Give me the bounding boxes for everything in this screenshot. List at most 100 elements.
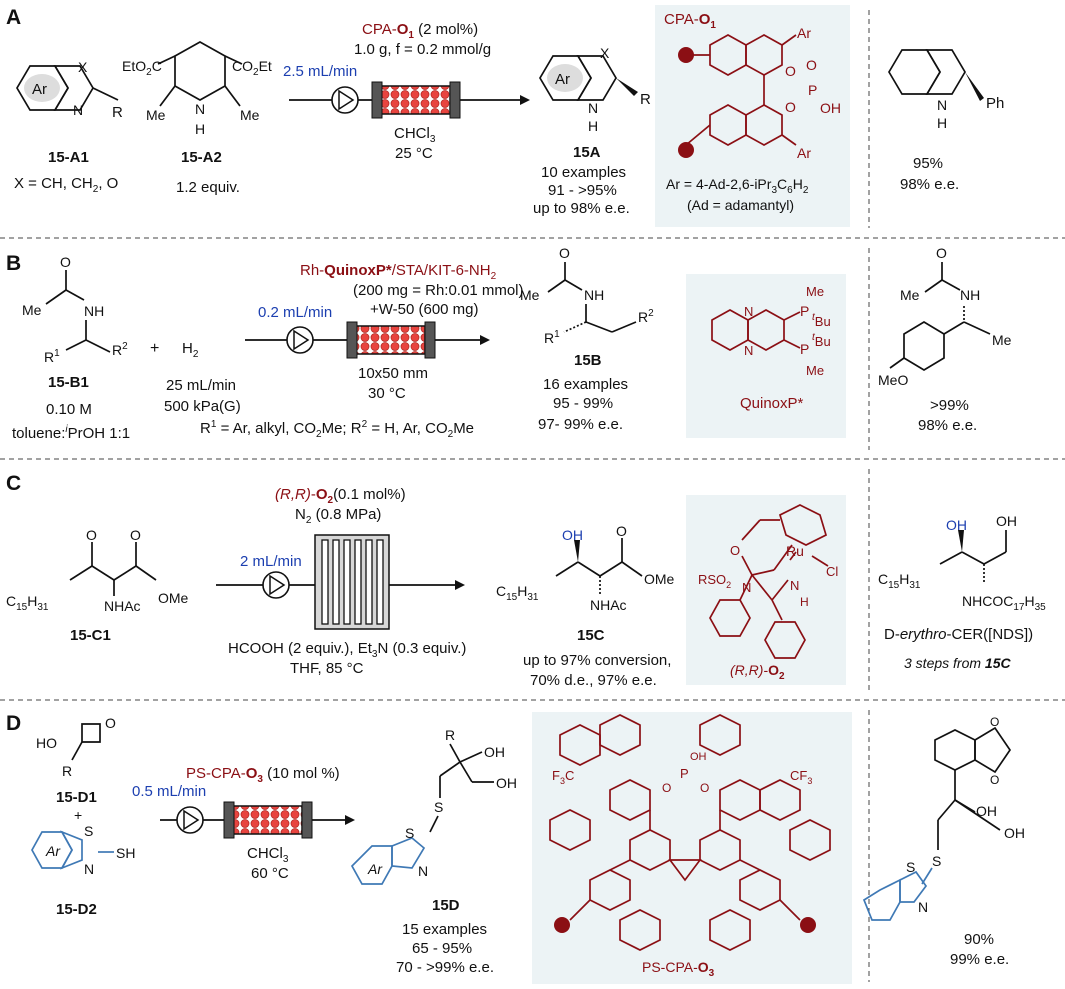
flow-setup-d: PS-CPA-O3 (10 mol %) 0.5 mL/min CHCl3 60… (132, 765, 355, 882)
substituent-note: X = CH, CH2, O (14, 175, 118, 195)
r2-label: R2 (112, 341, 128, 358)
svg-text:X: X (600, 45, 610, 61)
flow-setup-c: (R,R)-O2(0.1 mol%) N2 (0.8 MPa) 2 mL/min… (216, 486, 466, 677)
svg-text:Ar: Ar (555, 71, 570, 88)
svg-text:C15H31: C15H31 (878, 571, 921, 591)
svg-text:O: O (700, 781, 709, 795)
svg-text:95 - 99%: 95 - 99% (553, 395, 613, 412)
svg-text:S: S (84, 823, 93, 839)
svg-text:N: N (588, 100, 598, 116)
svg-text:Me: Me (146, 107, 166, 123)
svg-text:up to 97% conversion,: up to 97% conversion, (523, 652, 671, 669)
svg-text:R2: R2 (638, 308, 654, 325)
example-d: O O OH OH S S N 90% 99% e.e. (862, 715, 1025, 968)
svg-text:91 - >95%: 91 - >95% (548, 182, 617, 199)
svg-text:C15H31: C15H31 (496, 583, 539, 603)
svg-text:OH: OH (562, 527, 583, 543)
svg-text:OH: OH (946, 517, 967, 533)
svg-text:N: N (84, 861, 94, 877)
svg-text:+W-50 (600 mg): +W-50 (600 mg) (370, 301, 479, 318)
svg-text:16 examples: 16 examples (543, 376, 628, 393)
catalyst-ps-cpa-o3: F3C CF3 P OH O O PS-CPA-O3 (549, 714, 831, 979)
svg-text:CF3: CF3 (790, 768, 812, 786)
section-letter-b: B (6, 252, 21, 275)
svg-text:MeO: MeO (878, 372, 908, 388)
svg-text:Me: Me (520, 287, 540, 303)
section-letter-c: C (6, 472, 21, 495)
svg-text:N2 (0.8 MPa): N2 (0.8 MPa) (295, 506, 381, 526)
svg-text:P: P (680, 766, 689, 781)
svg-text:OH: OH (976, 803, 997, 819)
temperature-a: 25 °C (395, 145, 433, 162)
r-label: R (112, 104, 123, 121)
svg-text:0.10 M: 0.10 M (46, 401, 92, 418)
svg-text:Me: Me (806, 363, 824, 378)
svg-text:NH: NH (960, 287, 980, 303)
ad-definition: (Ad = adamantyl) (687, 197, 794, 213)
product-15D: R OH OH S S N Ar 15D 15 examples 65 - 95… (350, 727, 517, 976)
svg-text:R: R (640, 91, 651, 108)
compound-id-15-A1: 15-A1 (48, 149, 89, 166)
svg-text:N: N (742, 580, 751, 595)
substrate-15-D1: O HO R 15-D1 + (36, 715, 116, 823)
substrate-15-B1: O Me NH R1 R2 15-B1 0.10 M toluene:iPrOH… (12, 254, 130, 442)
svg-text:N: N (744, 343, 753, 358)
svg-text:OH: OH (496, 775, 517, 791)
svg-text:Me: Me (22, 302, 42, 318)
product-15A: Ar X N H R 15A 10 examples 91 - >95% up … (533, 45, 651, 217)
product-15B: O Me NH R1 R2 15B 16 examples 95 - 99% 9… (520, 245, 654, 433)
solvent-a: CHCl3 (394, 125, 436, 145)
compound-id-15C: 15C (577, 627, 605, 644)
svg-text:10x50 mm: 10x50 mm (358, 365, 428, 382)
r-group-definition: R1 = Ar, alkyl, CO2Me; R2 = H, Ar, CO2Me (200, 419, 474, 440)
flow-rate-a: 2.5 mL/min (283, 63, 357, 80)
ester-left: EtO2C (122, 58, 162, 78)
catalyst-line-a: CPA-O1 (2 mol%) (362, 21, 478, 41)
equiv-note: 1.2 equiv. (176, 179, 240, 196)
svg-text:N: N (937, 97, 947, 113)
svg-text:P: P (800, 341, 809, 357)
compound-id-15-D1: 15-D1 (56, 789, 97, 806)
catalyst-name-ps-cpa-o3: PS-CPA-O3 (642, 959, 715, 979)
svg-text:Me: Me (806, 284, 824, 299)
svg-text:O: O (130, 527, 141, 543)
svg-text:Ru: Ru (786, 543, 804, 559)
svg-text:O: O (936, 245, 947, 261)
compound-id-15-C1: 15-C1 (70, 627, 111, 644)
svg-text:Ar: Ar (797, 25, 811, 41)
svg-text:NH: NH (84, 303, 104, 319)
svg-text:SH: SH (116, 845, 135, 861)
svg-text:up to 98% e.e.: up to 98% e.e. (533, 200, 630, 217)
svg-text:>99%: >99% (930, 397, 969, 414)
svg-text:60 °C: 60 °C (251, 865, 289, 882)
svg-text:98% e.e.: 98% e.e. (918, 417, 977, 434)
svg-text:HO: HO (36, 735, 57, 751)
svg-text:NHAc: NHAc (104, 598, 141, 614)
svg-text:H: H (588, 118, 598, 134)
steps-note: 3 steps from 15C (904, 655, 1011, 671)
svg-text:OMe: OMe (158, 590, 189, 606)
svg-text:Ph: Ph (986, 95, 1004, 112)
svg-text:S: S (906, 859, 915, 875)
substrate-15-C1: O O C15H31 OMe NHAc 15-C1 (6, 527, 189, 644)
catalyst-name-rr-o2: (R,R)-O2 (730, 662, 785, 682)
svg-text:N: N (790, 578, 799, 593)
substrate-15-A1: Ar X N R 15-A1 X = CH, CH2, O (14, 59, 123, 195)
svg-text:N: N (744, 304, 753, 319)
svg-text:65 - 95%: 65 - 95% (412, 940, 472, 957)
example-yield-a: 95% (913, 155, 943, 172)
svg-text:N: N (918, 899, 928, 915)
section-b: B O Me NH R1 R2 15-B1 0.10 M toluene:iPr… (6, 245, 1012, 442)
compound-id-15-B1: 15-B1 (48, 374, 89, 391)
solvent-b: toluene:iPrOH 1:1 (12, 424, 130, 442)
svg-text:HCOOH (2 equiv.), Et3N (0.3 eq: HCOOH (2 equiv.), Et3N (0.3 equiv.) (228, 640, 466, 660)
svg-text:OH: OH (996, 513, 1017, 529)
ar-definition: Ar = 4-Ad-2,6-iPr3C6H2 (666, 176, 809, 196)
svg-text:THF, 85 °C: THF, 85 °C (290, 660, 364, 677)
flow-setup-b: Rh-QuinoxP*/STA/KIT-6-NH2 (200 mg = Rh:0… (245, 262, 524, 402)
svg-text:15 examples: 15 examples (402, 921, 487, 938)
section-letter-a: A (6, 6, 21, 29)
compound-id-15B: 15B (574, 352, 602, 369)
svg-text:S: S (932, 853, 941, 869)
